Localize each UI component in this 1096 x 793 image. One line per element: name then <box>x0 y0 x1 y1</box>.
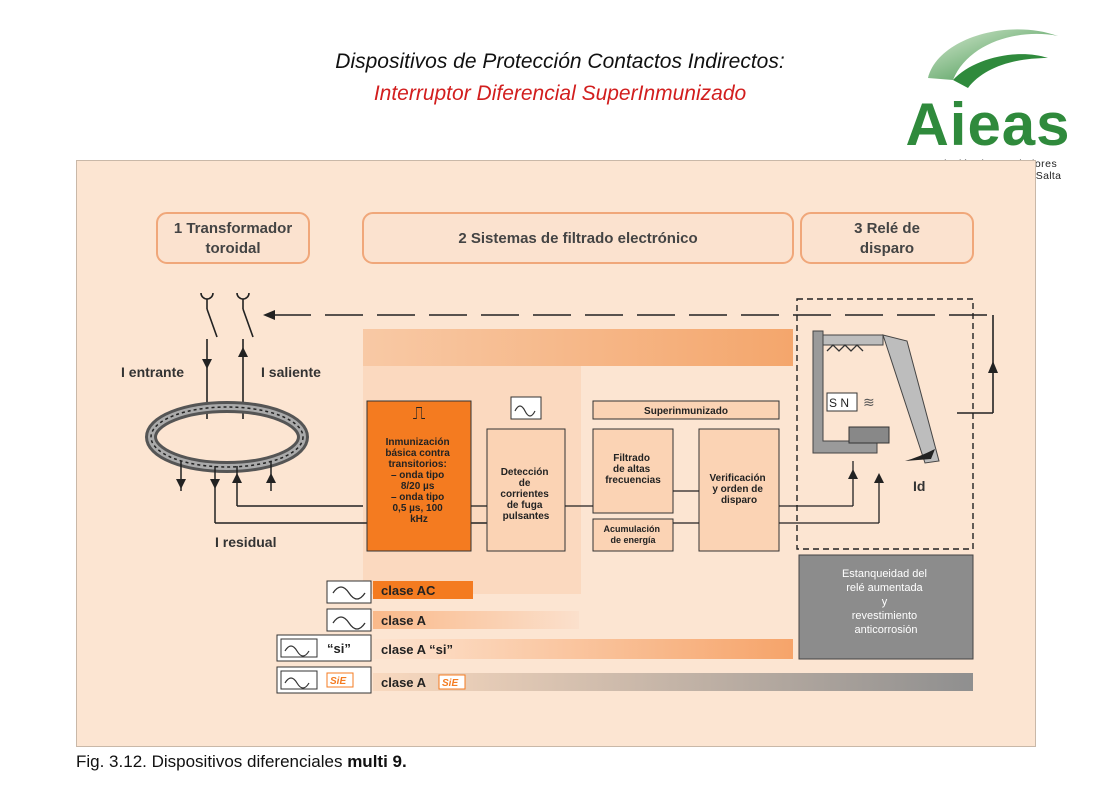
inmun-line: Inmunización <box>386 437 450 448</box>
deteccion-line: Detección <box>501 467 549 478</box>
aieas-logo: Aieas Asociación de Instaladores Electri… <box>898 18 1078 182</box>
estanqueidad-line: y <box>882 596 888 608</box>
svg-text:clase A “si”: clase A “si” <box>381 642 453 657</box>
box-filtrado-label: 2 Sistemas de filtrado electrónico <box>458 230 697 247</box>
arrow-left-icon <box>263 310 275 320</box>
sn-label: S N <box>829 396 849 410</box>
deteccion-line: pulsantes <box>503 511 550 522</box>
box-filtrado-altas <box>592 428 674 514</box>
estanqueidad-line: Estanqueidad del <box>842 568 927 580</box>
sie-tag: SiE <box>330 676 346 687</box>
sie-tag: SiE <box>442 678 458 689</box>
svg-text:clase A: clase A <box>381 675 427 690</box>
deteccion-text: Detección de corrientes de fuga pulsante… <box>500 467 551 522</box>
si-tag: “si” <box>327 641 351 656</box>
label-id: Id <box>913 478 925 494</box>
leaf-icon <box>928 29 1058 88</box>
estanqueidad-line: relé aumentada <box>846 582 923 594</box>
caption-prefix: Fig. 3.12. Dispositivos diferenciales <box>76 752 348 771</box>
class-row-a: clase A <box>326 608 579 632</box>
box-verificacion <box>698 428 780 552</box>
arrow-up-icon <box>266 473 276 483</box>
arrow-up-icon <box>848 469 858 479</box>
box-transformador-line1: 1 Transformador <box>174 220 293 237</box>
impulse-icon: ⎍ <box>413 403 426 423</box>
verificacion-text: Verificación y orden de disparo <box>710 473 769 506</box>
inmun-line: – onda tipo <box>391 470 444 481</box>
box-filtrado <box>362 212 794 264</box>
filtrado-line: frecuencias <box>605 475 661 486</box>
svg-text:clase AC: clase AC <box>381 583 436 598</box>
box-transformador-line2: toroidal <box>206 240 261 257</box>
class-row-a-sie: SiE clase A SiE <box>276 666 973 694</box>
inmun-line: kHz <box>410 514 428 525</box>
arrow-up-icon <box>874 473 884 483</box>
caption-bold: multi 9. <box>347 752 407 771</box>
inmun-line: transitorios: <box>388 459 446 470</box>
figure-caption: Fig. 3.12. Dispositivos diferenciales mu… <box>76 752 407 772</box>
acumulacion-text: Acumulación de energía <box>603 524 662 545</box>
label-i-saliente: I saliente <box>261 364 321 380</box>
filter-band <box>363 329 793 366</box>
estanqueidad-text: Estanqueidad del relé aumentada y revest… <box>842 568 930 636</box>
relay-icon <box>812 330 940 464</box>
inmun-line: 8/20 µs <box>401 481 435 492</box>
verificacion-line: Verificación <box>710 473 766 484</box>
box-inmunizacion <box>366 400 472 552</box>
box-deteccion <box>486 428 566 552</box>
deteccion-line: de <box>519 478 531 489</box>
deteccion-line: corrientes <box>500 489 549 500</box>
arrow-down-icon <box>210 479 220 489</box>
toroid-icon <box>145 401 309 473</box>
diagram-svg: 1 Transformador toroidal 2 Sistemas de f… <box>121 212 998 694</box>
box-rele-line1: 3 Relé de <box>854 220 920 237</box>
class-row-ac: clase AC <box>326 580 473 604</box>
arrow-up-icon <box>232 473 242 483</box>
box-superinmunizado <box>592 400 780 420</box>
svg-text:clase A: clase A <box>381 613 427 628</box>
box-rele <box>800 212 974 264</box>
filtrado-line: Filtrado <box>613 453 650 464</box>
box-transformador <box>156 212 310 264</box>
label-i-residual: I residual <box>215 534 276 550</box>
arrow-down-icon <box>176 479 186 489</box>
filtrado-line: de altas <box>613 464 651 475</box>
superinmunizado-label: Superinmunizado <box>644 406 728 417</box>
slide-title: Dispositivos de Protección Contactos Ind… <box>335 50 785 73</box>
arrow-down-icon <box>202 359 212 369</box>
acumulacion-line: Acumulación <box>603 524 660 534</box>
wave-tile-icon <box>510 396 542 420</box>
box-acumulacion <box>592 518 674 552</box>
acumulacion-line: de energía <box>610 535 656 545</box>
verificacion-line: disparo <box>721 495 757 506</box>
label-i-entrante: I entrante <box>121 364 184 380</box>
arrow-up-icon <box>238 347 248 357</box>
relay-dashed-box <box>796 298 974 550</box>
estanqueidad-line: revestimiento <box>852 610 917 622</box>
estanqueidad-line: anticorrosión <box>855 624 918 636</box>
inmun-line: básica contra <box>385 448 450 459</box>
inmun-text: Inmunización básica contra transitorios:… <box>385 437 452 525</box>
arrow-up-icon <box>988 361 998 373</box>
box-estanqueidad <box>798 554 974 660</box>
diagram-panel: 1 Transformador toroidal 2 Sistemas de f… <box>76 160 1036 747</box>
box-rele-line2: disparo <box>860 240 914 257</box>
logo-name: Aieas <box>905 91 1071 158</box>
filtrado-text: Filtrado de altas frecuencias <box>605 453 661 486</box>
inmun-line: – onda tipo <box>391 492 444 503</box>
verificacion-line: y orden de <box>712 484 763 495</box>
magnet-field-icon: ≋ <box>863 394 875 410</box>
slide-subtitle: Interruptor Diferencial SuperInmunizado <box>373 82 747 105</box>
deteccion-line: de fuga <box>507 500 543 511</box>
class-row-a-si: “si” clase A “si” <box>276 634 793 662</box>
inmun-line: 0,5 µs, 100 <box>392 503 443 514</box>
